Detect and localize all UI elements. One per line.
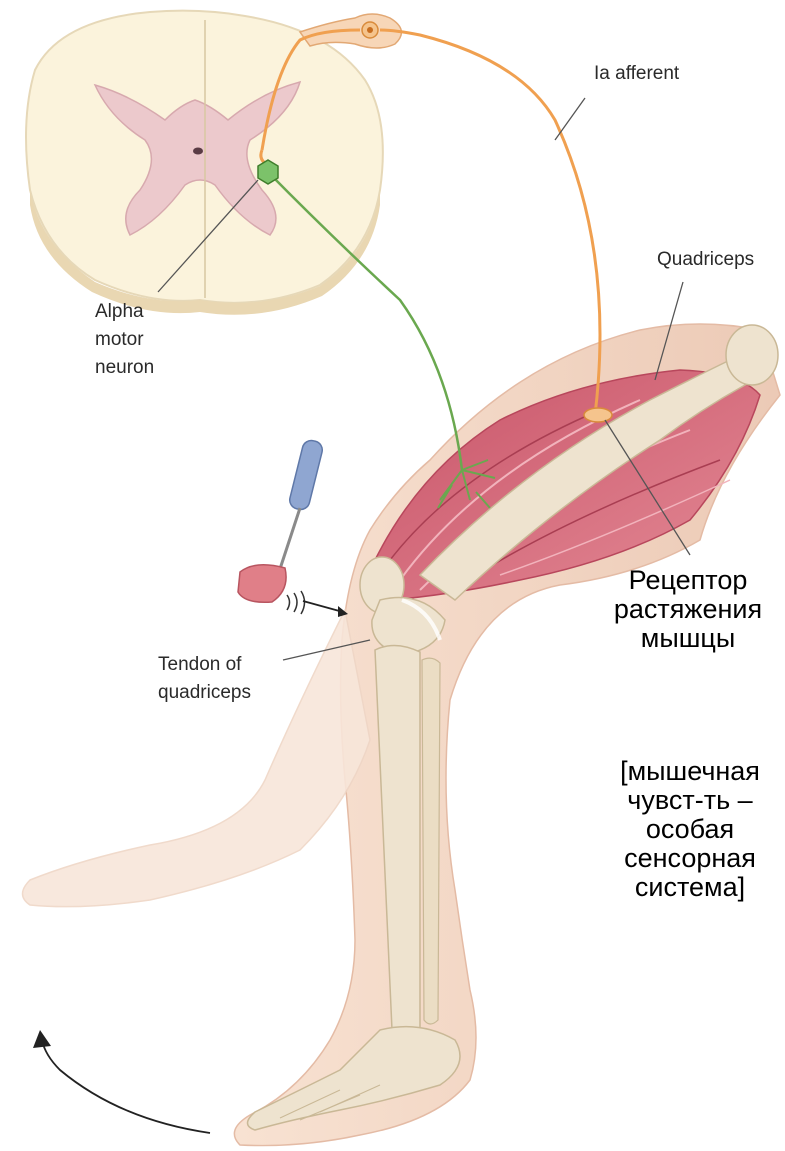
stretch-receptor-line-3: мышцы <box>598 624 778 653</box>
tendon-label-line-1: Tendon of <box>158 651 251 679</box>
stretch-receptor-line-2: растяжения <box>598 595 778 624</box>
tap-arrow <box>303 601 348 617</box>
alpha-motor-neuron-line-3: neuron <box>95 354 154 382</box>
stretch-receptor-annotation: Рецептор растяжения мышцы <box>598 566 778 653</box>
stretch-receptor-line-1: Рецептор <box>598 566 778 595</box>
quadriceps-label: Quadriceps <box>657 246 754 274</box>
alpha-motor-neuron-label: Alpha motor neuron <box>95 298 154 382</box>
reflex-hammer <box>238 439 324 614</box>
muscle-sense-line-4: сенсорная <box>600 844 780 873</box>
ia-afferent-label: Ia afferent <box>594 60 679 88</box>
tendon-of-quadriceps-label: Tendon of quadriceps <box>158 651 251 707</box>
muscle-sense-annotation: [мышечная чувст-ть – особая сенсорная си… <box>600 757 780 902</box>
muscle-sense-line-5: система] <box>600 873 780 902</box>
muscle-sense-line-3: особая <box>600 815 780 844</box>
alpha-motor-neuron-line-2: motor <box>95 326 154 354</box>
tendon-label-line-2: quadriceps <box>158 679 251 707</box>
muscle-sense-line-2: чувст-ть – <box>600 786 780 815</box>
alpha-motor-neuron-line-1: Alpha <box>95 298 154 326</box>
kick-arrow <box>33 1030 210 1133</box>
muscle-sense-line-1: [мышечная <box>600 757 780 786</box>
spinal-cord-section <box>26 11 383 315</box>
